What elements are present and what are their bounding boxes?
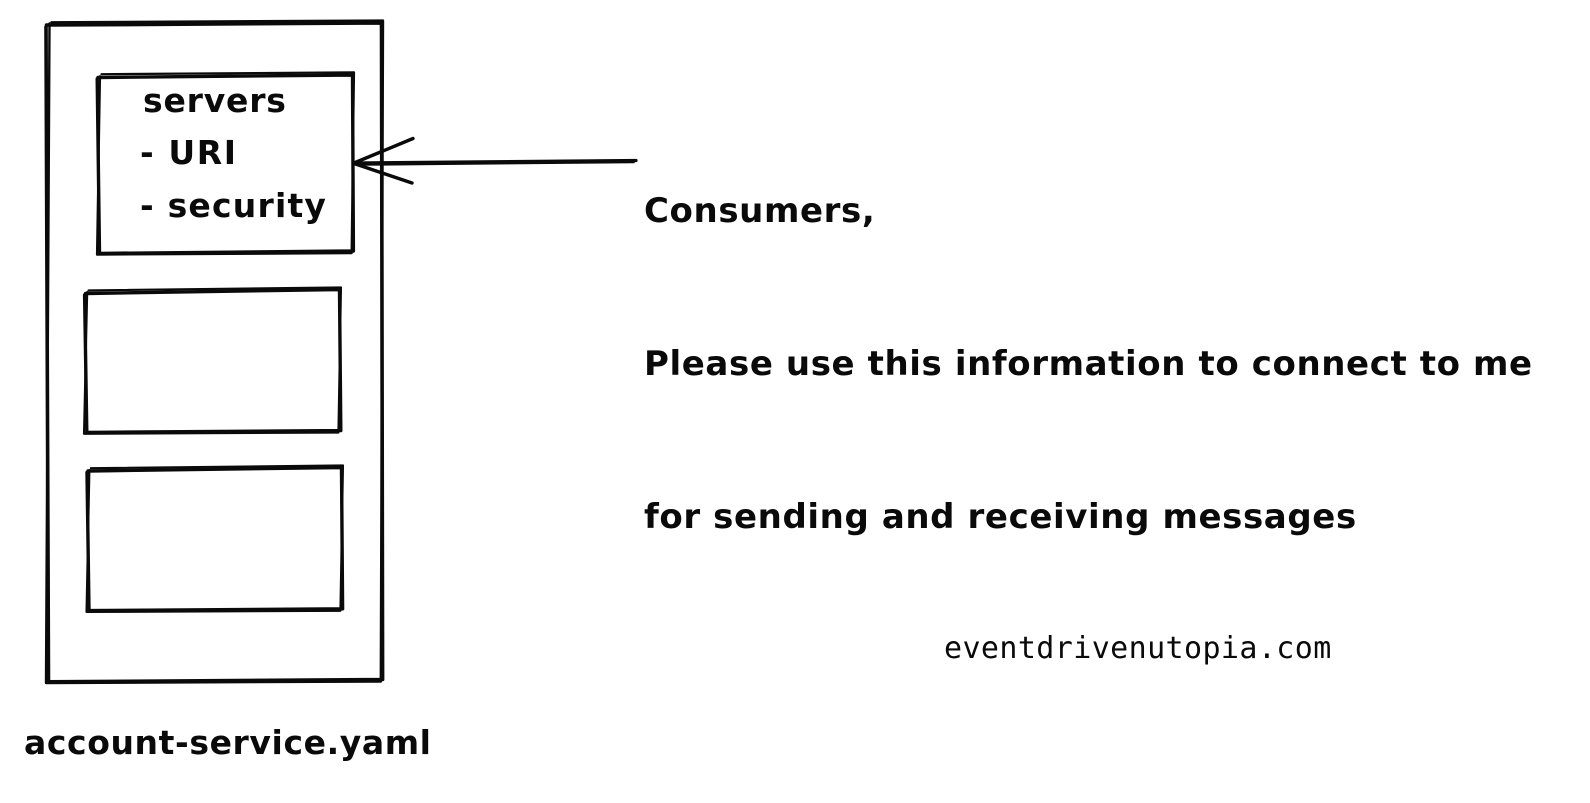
document-file-caption: account-service.yaml [24, 723, 432, 762]
site-url-watermark: eventdrivenutopia.com [944, 631, 1332, 666]
section-2-box[interactable] [84, 290, 341, 433]
servers-item-uri: - URI [140, 133, 238, 172]
consumer-annotation: Consumers, Please use this information t… [644, 84, 1533, 645]
annotation-line-3: for sending and receiving messages [644, 497, 1357, 537]
annotation-line-2: Please use this information to connect t… [644, 344, 1533, 384]
annotation-line-1: Consumers, [644, 191, 876, 231]
servers-item-security: - security [140, 186, 328, 225]
servers-section-title: servers [143, 81, 287, 120]
annotation-arrow [350, 134, 640, 190]
section-3-box[interactable] [86, 468, 343, 611]
